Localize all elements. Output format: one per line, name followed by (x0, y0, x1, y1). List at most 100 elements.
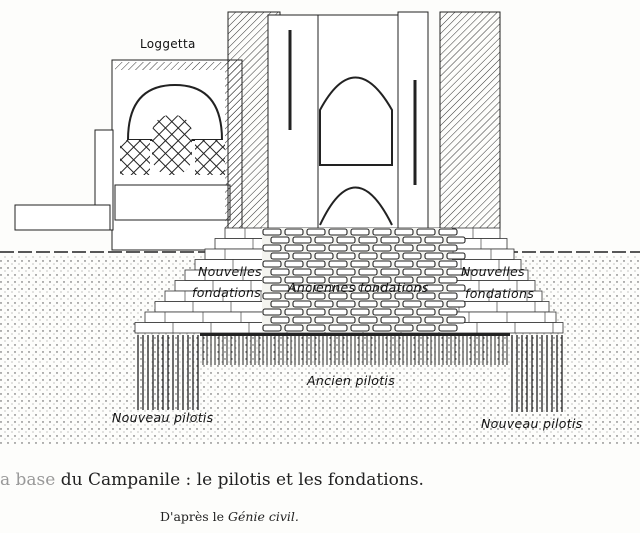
rubble-stone (328, 324, 348, 332)
rubble-stone (358, 300, 378, 308)
rubble-stone (314, 316, 334, 324)
rubble-stone (336, 268, 356, 276)
rubble-stone (306, 308, 326, 316)
rubble-stone (284, 308, 304, 316)
rubble-stone (438, 292, 458, 300)
rubble-stone (328, 308, 348, 316)
rubble-stone (372, 260, 392, 268)
rubble-stone (424, 300, 444, 308)
rubble-stone (336, 300, 356, 308)
rubble-stone (372, 244, 392, 252)
rubble-stone (380, 236, 400, 244)
rubble-stone (394, 324, 414, 332)
label-new-foundations-left-1: Nouvelles (198, 264, 262, 279)
rubble-stone (372, 276, 392, 284)
rubble-stone (394, 244, 414, 252)
rubble-stone (292, 316, 312, 324)
rubble-stone (446, 252, 466, 260)
rubble-stone (416, 292, 436, 300)
old-foundation-rubble (262, 228, 466, 332)
rubble-stone (262, 228, 282, 236)
rubble-stone (314, 252, 334, 260)
rubble-stone (306, 228, 326, 236)
rubble-stone (336, 252, 356, 260)
rubble-stone (402, 300, 422, 308)
rubble-stone (416, 324, 436, 332)
label-new-foundations-right-1: Nouvelles (461, 264, 525, 279)
rubble-stone (446, 268, 466, 276)
rubble-stone (350, 228, 370, 236)
rubble-stone (358, 284, 378, 292)
rubble-stone (328, 292, 348, 300)
rubble-stone (284, 324, 304, 332)
rubble-stone (350, 260, 370, 268)
rubble-stone (402, 316, 422, 324)
rubble-stone (416, 244, 436, 252)
figure-caption: a base du Campanile : le pilotis et les … (0, 470, 424, 490)
rubble-stone (306, 324, 326, 332)
credit-source: Génie civil. (228, 509, 299, 524)
rubble-stone (402, 284, 422, 292)
rubble-stone (358, 236, 378, 244)
label-old-piles: Ancien pilotis (307, 373, 396, 388)
label-new-foundations-left-2: fondations (192, 285, 262, 300)
rubble-stone (350, 244, 370, 252)
rubble-stone (438, 324, 458, 332)
rubble-stone (314, 236, 334, 244)
rubble-stone (270, 236, 290, 244)
rubble-stone (262, 292, 282, 300)
label-loggetta: Loggetta (140, 37, 196, 51)
rubble-stone (380, 284, 400, 292)
rubble-stone (402, 252, 422, 260)
rubble-stone (394, 260, 414, 268)
rubble-stone (358, 252, 378, 260)
rubble-stone (306, 260, 326, 268)
rubble-stone (314, 300, 334, 308)
rubble-stone (314, 268, 334, 276)
label-new-foundations-right-2: fondations (465, 286, 535, 301)
rubble-stone (292, 236, 312, 244)
label-new-piles-left: Nouveau pilotis (112, 410, 214, 425)
rubble-stone (380, 316, 400, 324)
rubble-stone (394, 308, 414, 316)
campanile-tower (227, 11, 501, 231)
rubble-stone (372, 292, 392, 300)
caption-text: du Campanile : le pilotis et les fondati… (55, 470, 424, 490)
rubble-stone (446, 316, 466, 324)
rubble-stone (416, 260, 436, 268)
credit-prefix: D'après le (160, 509, 229, 524)
rubble-stone (438, 244, 458, 252)
rubble-stone (350, 308, 370, 316)
rubble-stone (284, 244, 304, 252)
rubble-stone (380, 252, 400, 260)
rubble-stone (270, 300, 290, 308)
rubble-stone (292, 284, 312, 292)
rubble-stone (262, 324, 282, 332)
caption-faded-prefix: a base (0, 470, 56, 490)
rubble-stone (284, 292, 304, 300)
rubble-stone (306, 244, 326, 252)
rubble-stone (424, 268, 444, 276)
rubble-stone (380, 300, 400, 308)
rubble-stone (394, 292, 414, 300)
rubble-stone (336, 316, 356, 324)
rubble-stone (270, 284, 290, 292)
rubble-stone (284, 276, 304, 284)
rubble-stone (350, 292, 370, 300)
label-new-piles-right: Nouveau pilotis (481, 416, 583, 431)
rubble-stone (372, 324, 392, 332)
rubble-stone (350, 324, 370, 332)
rubble-stone (446, 236, 466, 244)
rubble-stone (446, 300, 466, 308)
rubble-stone (416, 228, 436, 236)
rubble-stone (438, 276, 458, 284)
rubble-stone (328, 228, 348, 236)
rubble-stone (380, 268, 400, 276)
figure-credit: D'après le Génie civil. (160, 509, 299, 524)
rubble-stone (314, 284, 334, 292)
rubble-stone (270, 316, 290, 324)
rubble-stone (438, 260, 458, 268)
campanile-foundation-section-drawing (0, 11, 640, 445)
rubble-stone (402, 268, 422, 276)
